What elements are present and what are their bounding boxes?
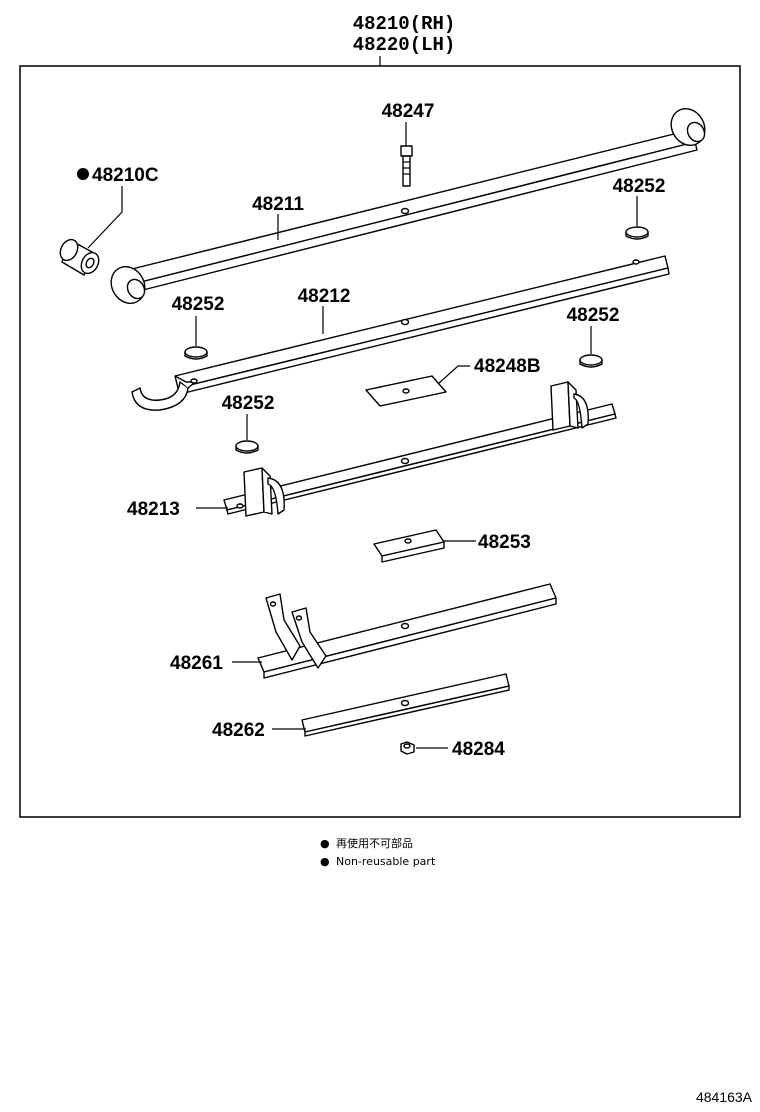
leader-48210c	[87, 186, 123, 249]
part-label-48252-left: 48252	[172, 294, 225, 315]
bottom-leaf-part	[301, 673, 510, 737]
part-label-48261: 48261	[170, 653, 223, 674]
nut-part	[400, 741, 415, 755]
assembly-number-rh: 48210(RH)	[353, 13, 456, 35]
rebound-pad-lower-left	[235, 440, 259, 454]
rebound-pad-mid-right	[579, 354, 603, 368]
legend-marker-icon-2: ●	[320, 855, 330, 868]
assembly-frame	[19, 65, 741, 818]
center-bolt-part	[400, 145, 413, 187]
part-label-48284: 48284	[452, 739, 505, 760]
part-label-48252-top-right: 48252	[613, 176, 666, 197]
rebound-pad-top-right	[625, 226, 649, 240]
part-label-48211: 48211	[252, 194, 304, 215]
part-label-48212: 48212	[298, 286, 351, 307]
lower-leaf-part	[257, 583, 557, 679]
part-label-48247: 48247	[382, 101, 435, 122]
bushing-part	[59, 238, 100, 276]
part-label-48210c: 48210C	[92, 165, 159, 186]
legend-english-text: Non-reusable part	[336, 855, 436, 868]
part-label-48252-lower-left: 48252	[222, 393, 275, 414]
part-label-48252-mid-right: 48252	[567, 305, 620, 326]
diagram-code: 484163A	[696, 1089, 753, 1105]
second-leaf-part	[131, 255, 670, 411]
leader-48248b	[437, 365, 470, 385]
spacer-part	[373, 529, 445, 563]
part-label-48262: 48262	[212, 720, 265, 741]
non-reusable-marker-icon	[77, 168, 89, 180]
assembly-number-lh: 48220(LH)	[353, 34, 456, 56]
rebound-pad-left	[184, 346, 208, 360]
main-leaf-part	[110, 108, 706, 304]
legend-japanese-text: 再使用不可部品	[336, 836, 413, 850]
third-leaf-part	[223, 381, 617, 517]
part-label-48213: 48213	[127, 499, 180, 520]
center-plate-part	[365, 375, 447, 407]
part-label-48253: 48253	[478, 532, 531, 553]
legend-marker-icon: ●	[320, 837, 330, 850]
part-label-48248b: 48248B	[474, 356, 541, 377]
